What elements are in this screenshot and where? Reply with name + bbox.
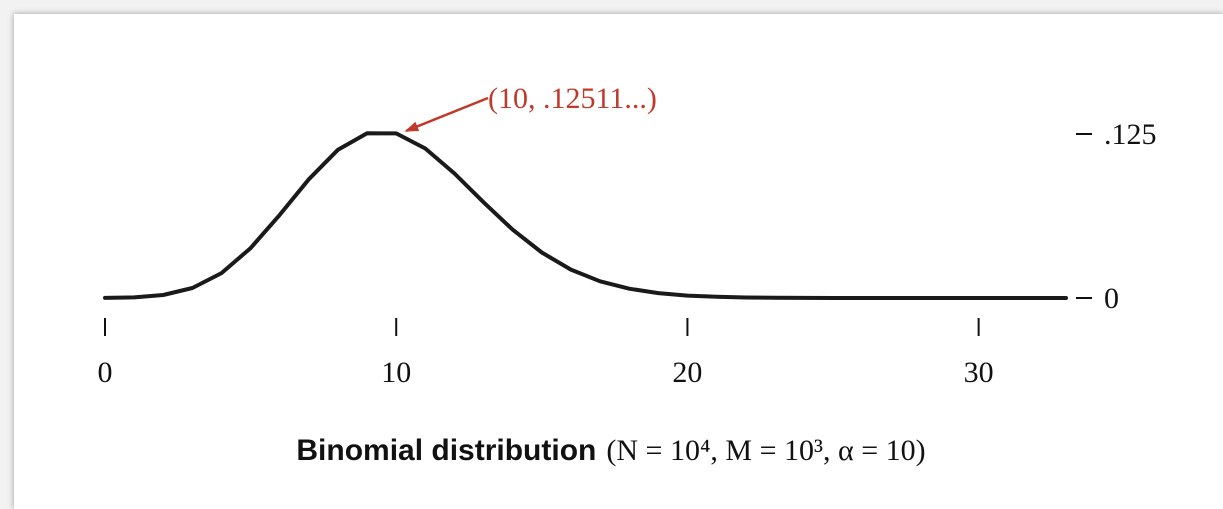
chart-panel <box>14 14 1223 509</box>
axes: 0 10 20 30 0 .125 <box>98 118 1157 389</box>
chart-title-params: (N = 10⁴, M = 10³, α = 10) <box>606 434 925 467</box>
chart-title: Binomial distribution (N = 10⁴, M = 10³, … <box>296 434 925 467</box>
annotation-group: (10, .12511...) <box>404 82 657 133</box>
x-tick-label: 0 <box>98 356 113 389</box>
series-line <box>103 131 1068 300</box>
x-tick-label: 10 <box>381 356 411 389</box>
plot-area <box>103 131 1068 300</box>
x-tick-label: 20 <box>672 356 702 389</box>
annotation-arrow <box>404 96 489 133</box>
y-tick-label: 0 <box>1104 282 1119 315</box>
y-tick-label: .125 <box>1104 118 1157 151</box>
chart-title-bold: Binomial distribution <box>296 434 596 467</box>
annotation-label: (10, .12511...) <box>488 82 657 115</box>
x-tick-label: 30 <box>964 356 994 389</box>
